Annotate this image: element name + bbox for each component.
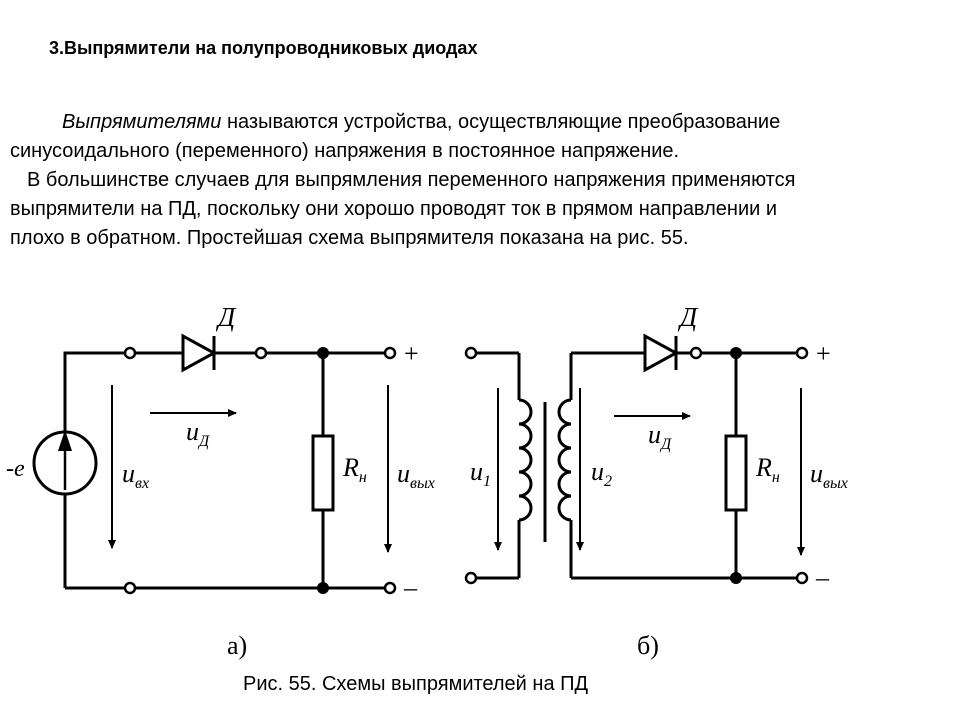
load-label: Rн (342, 453, 367, 486)
figure-caption: Рис. 55. Схемы выпрямителей на ПД (243, 673, 589, 695)
diode-label: Д (677, 302, 699, 332)
source-label: -e (6, 456, 25, 482)
paragraph-line: плохо в обратном. Простейшая схема выпря… (10, 227, 689, 249)
u-in-label: uвх (122, 459, 149, 492)
section-heading: 3.Выпрямители на полупроводниковых диода… (49, 38, 478, 58)
u2-label: u2 (591, 457, 612, 490)
terminal (123, 346, 137, 360)
paragraph-line: синусоидального (переменного) напряжения… (10, 140, 680, 162)
output-terminal (795, 346, 809, 360)
terminal (254, 346, 268, 360)
panel-label: а) (227, 631, 247, 660)
junction-dot (317, 347, 329, 359)
circuit-b (464, 333, 809, 585)
terminal (123, 581, 137, 595)
paragraph-line: В большинстве случаев для выпрямления пе… (27, 169, 796, 191)
paragraph-text: называются устройства, осуществляющие пр… (221, 111, 781, 133)
source-arrowhead (58, 430, 72, 451)
plus-sign: + (404, 339, 419, 368)
load-resistor-icon (311, 434, 335, 512)
u-d-label: uД (186, 417, 210, 450)
junction-dot (730, 347, 742, 359)
input-terminal (464, 346, 478, 360)
load-resistor-icon (724, 434, 748, 512)
primary-coil-icon (518, 398, 533, 522)
terminal (689, 346, 703, 360)
secondary-coil-icon (557, 398, 572, 522)
junction-dot (730, 572, 742, 584)
output-terminal (795, 571, 809, 585)
u-out-label: uвых (397, 459, 435, 492)
circuit-a (32, 333, 397, 595)
junction-dot (317, 582, 329, 594)
intro-paragraph: Выпрямителями называются устройства, осу… (10, 108, 955, 253)
minus-sign: – (815, 563, 830, 592)
circuit-a-labels: Д -e uвх uД Rн uвых + – а) (6, 302, 435, 660)
minus-sign: – (403, 573, 418, 602)
load-label: Rн (755, 453, 780, 486)
output-terminal (383, 346, 397, 360)
diode-icon (643, 333, 680, 373)
circuit-b-labels: Д u1 u2 uД Rн uвых + – б) (470, 302, 848, 660)
output-terminal (383, 581, 397, 595)
input-terminal (464, 571, 478, 585)
u1-label: u1 (470, 457, 491, 490)
u-out-label: uвых (810, 459, 848, 492)
paragraph-line: Выпрямителями называются устройства, осу… (10, 108, 955, 137)
plus-sign: + (816, 339, 831, 368)
diode-label: Д (215, 302, 237, 332)
panel-label: б) (637, 631, 659, 660)
wire (63, 351, 125, 463)
defined-term: Выпрямителями (62, 111, 222, 133)
paragraph-line: выпрямители на ПД, поскольку они хорошо … (10, 198, 778, 220)
diode-icon (181, 333, 218, 373)
u-d-label: uД (648, 420, 672, 453)
rectifier-schematics-figure: Д -e uвх uД Rн uвых + – а) (6, 302, 848, 660)
